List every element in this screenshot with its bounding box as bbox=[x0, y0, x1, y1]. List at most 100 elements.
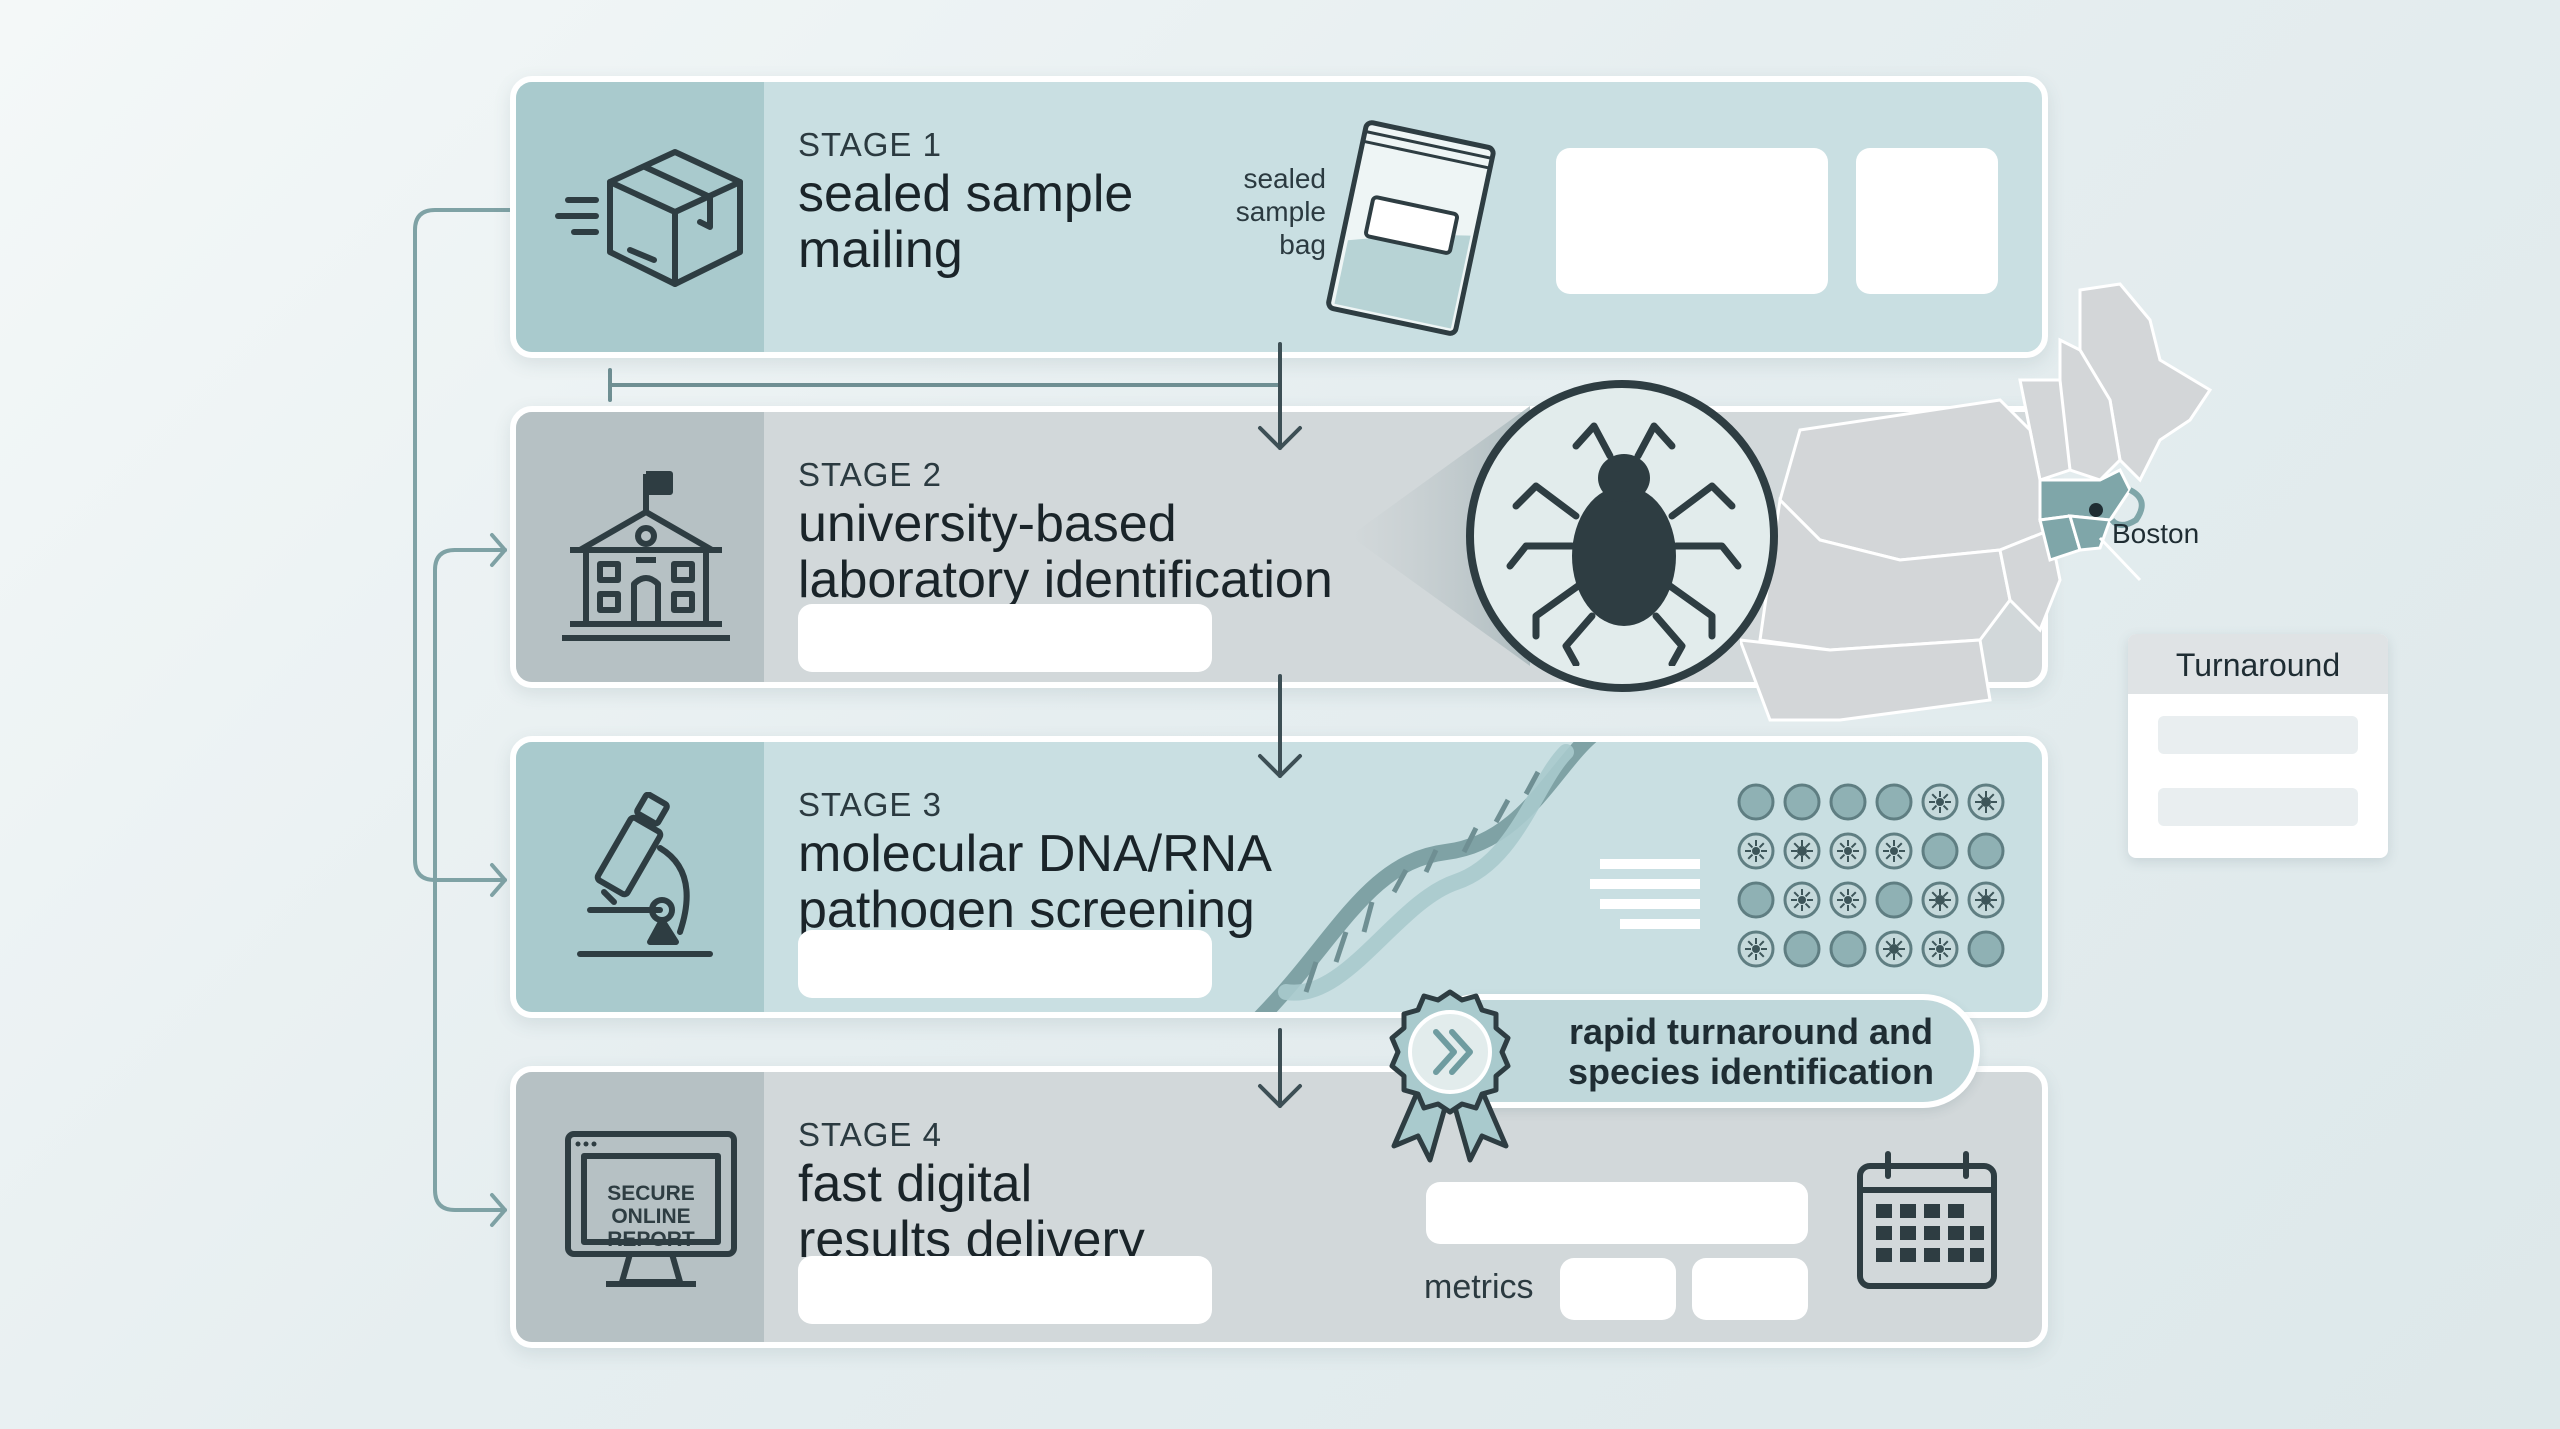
university-building-icon bbox=[562, 471, 730, 641]
turnaround-card-header: Turnaround bbox=[2128, 634, 2388, 694]
badge-line1: rapid turnaround and bbox=[1569, 1011, 1933, 1052]
pathogen-spike bbox=[1885, 842, 1892, 849]
pathogen-spike bbox=[1793, 891, 1800, 898]
map-city-label: Boston bbox=[2112, 518, 2200, 549]
report-line2: ONLINE bbox=[611, 1205, 691, 1228]
stage1-to-stage2-connector bbox=[608, 368, 1282, 402]
pathogen-spike bbox=[1885, 940, 1892, 947]
pathogen-spike bbox=[1896, 842, 1903, 849]
package-box-icon bbox=[555, 149, 743, 287]
pathogen-spike bbox=[1931, 951, 1938, 958]
stage-4-title-line1: fast digital bbox=[798, 1155, 1033, 1213]
pathogen-spike bbox=[1793, 842, 1800, 849]
pathogen-grid bbox=[1737, 783, 2005, 968]
pathogen-cell-icon bbox=[1737, 881, 1775, 919]
pathogen-spike bbox=[1988, 793, 1995, 800]
stage-3-icon-pane bbox=[516, 742, 764, 1012]
pathogen-cell-icon bbox=[1967, 832, 2005, 870]
bag-label-line1: sealed bbox=[1243, 163, 1326, 194]
pathogen-spike bbox=[1988, 804, 1995, 811]
stage-arrows bbox=[1258, 342, 1302, 1108]
stage-4-card: SECURE ONLINE REPORT STAGE 4 fast digita… bbox=[510, 1066, 2048, 1348]
pathogen-core bbox=[1889, 944, 1899, 954]
pathogen-spike bbox=[1793, 853, 1800, 860]
stage-2-title-line1: university-based bbox=[798, 495, 1177, 553]
pathogen-spike bbox=[1977, 902, 1984, 909]
bag-label: sealed sample bag bbox=[1206, 162, 1326, 261]
stage-4-placeholder bbox=[798, 1256, 1212, 1324]
report-screen-text: SECURE ONLINE REPORT bbox=[584, 1182, 718, 1251]
pathogen-cell-icon bbox=[1829, 783, 1867, 821]
pathogen-spike bbox=[1931, 902, 1938, 909]
pathogen-core bbox=[1844, 847, 1852, 855]
pathogen-cell-icon bbox=[1737, 783, 1775, 821]
pathogen-spike bbox=[1850, 891, 1857, 898]
dna-helix-icon bbox=[1254, 742, 1597, 1012]
stage-3-label: STAGE 3 bbox=[798, 786, 942, 823]
stage-3-title-line1: molecular DNA/RNA bbox=[798, 825, 1272, 883]
stage-3-card: STAGE 3 molecular DNA/RNA pathogen scree… bbox=[510, 736, 2048, 1018]
pathogen-core bbox=[1798, 896, 1806, 904]
turnaround-placeholder-1 bbox=[2158, 716, 2358, 754]
monitor-icon bbox=[565, 1131, 737, 1287]
pathogen-spike bbox=[1942, 891, 1949, 898]
pathogen-spike bbox=[1758, 940, 1765, 947]
report-line1: SECURE bbox=[607, 1182, 695, 1205]
pathogen-spike bbox=[1942, 804, 1949, 811]
pathogen-spike bbox=[1931, 793, 1938, 800]
pathogen-spike bbox=[1850, 842, 1857, 849]
pathogen-spike bbox=[1977, 804, 1984, 811]
pathogen-spike bbox=[1977, 793, 1984, 800]
pathogen-spike bbox=[1942, 902, 1949, 909]
stage-4-label: STAGE 4 bbox=[798, 1116, 942, 1153]
pathogen-spike bbox=[1839, 891, 1846, 898]
pathogen-spike bbox=[1988, 902, 1995, 909]
stage-1-placeholder-wide bbox=[1556, 148, 1828, 294]
tick-icon bbox=[1506, 422, 1742, 666]
pathogen-cell-icon bbox=[1783, 930, 1821, 968]
stage-1-card: STAGE 1 sealed sample mailing sealed sam… bbox=[510, 76, 2048, 358]
turnaround-card: Turnaround bbox=[2128, 634, 2388, 858]
pathogen-spike bbox=[1942, 951, 1949, 958]
stage-1-icon-pane bbox=[516, 82, 764, 352]
pathogen-core bbox=[1890, 847, 1898, 855]
pathogen-spike bbox=[1839, 853, 1846, 860]
pathogen-spike bbox=[1850, 902, 1857, 909]
pathogen-cell-icon bbox=[1829, 930, 1867, 968]
pathogen-spike bbox=[1758, 951, 1765, 958]
pathogen-spike bbox=[1804, 853, 1811, 860]
badge-line2: species identification bbox=[1567, 1051, 1935, 1092]
pathogen-spike bbox=[1758, 842, 1765, 849]
pathogen-cell-icon bbox=[1967, 930, 2005, 968]
pathogen-spike bbox=[1885, 853, 1892, 860]
stage-2-placeholder bbox=[798, 604, 1212, 672]
pathogen-spike bbox=[1804, 902, 1811, 909]
pathogen-cell-icon bbox=[1783, 783, 1821, 821]
metric-box-1 bbox=[1560, 1258, 1676, 1320]
pathogen-spike bbox=[1804, 842, 1811, 849]
turnaround-placeholder-2 bbox=[2158, 788, 2358, 826]
pathogen-spike bbox=[1931, 940, 1938, 947]
pathogen-spike bbox=[1931, 804, 1938, 811]
stage-1-placeholder-narrow bbox=[1856, 148, 1998, 294]
pathogen-core bbox=[1935, 895, 1945, 905]
stage-4-title: fast digital results delivery bbox=[798, 1156, 1498, 1268]
stage-1-title: sealed sample mailing bbox=[798, 166, 1498, 278]
flow-connector-lines bbox=[413, 208, 512, 1227]
pathogen-spike bbox=[1942, 940, 1949, 947]
pathogen-core bbox=[1752, 945, 1760, 953]
pathogen-spike bbox=[1931, 891, 1938, 898]
metric-box-2 bbox=[1692, 1258, 1808, 1320]
pathogen-spike bbox=[1839, 902, 1846, 909]
badge-text: rapid turnaround and species identificat… bbox=[1536, 1012, 1966, 1092]
pathogen-spike bbox=[1896, 940, 1903, 947]
northeast-map bbox=[1740, 282, 2213, 722]
stage-3-title: molecular DNA/RNA pathogen screening bbox=[798, 826, 1498, 938]
pathogen-spike bbox=[1839, 842, 1846, 849]
report-line3: REPORT bbox=[607, 1228, 695, 1251]
pathogen-core bbox=[1936, 945, 1944, 953]
stage-3-title-line2: pathogen screening bbox=[798, 881, 1255, 939]
stage-4-icon-pane: SECURE ONLINE REPORT bbox=[516, 1072, 764, 1342]
pathogen-spike bbox=[1747, 842, 1754, 849]
pathogen-spike bbox=[1747, 951, 1754, 958]
